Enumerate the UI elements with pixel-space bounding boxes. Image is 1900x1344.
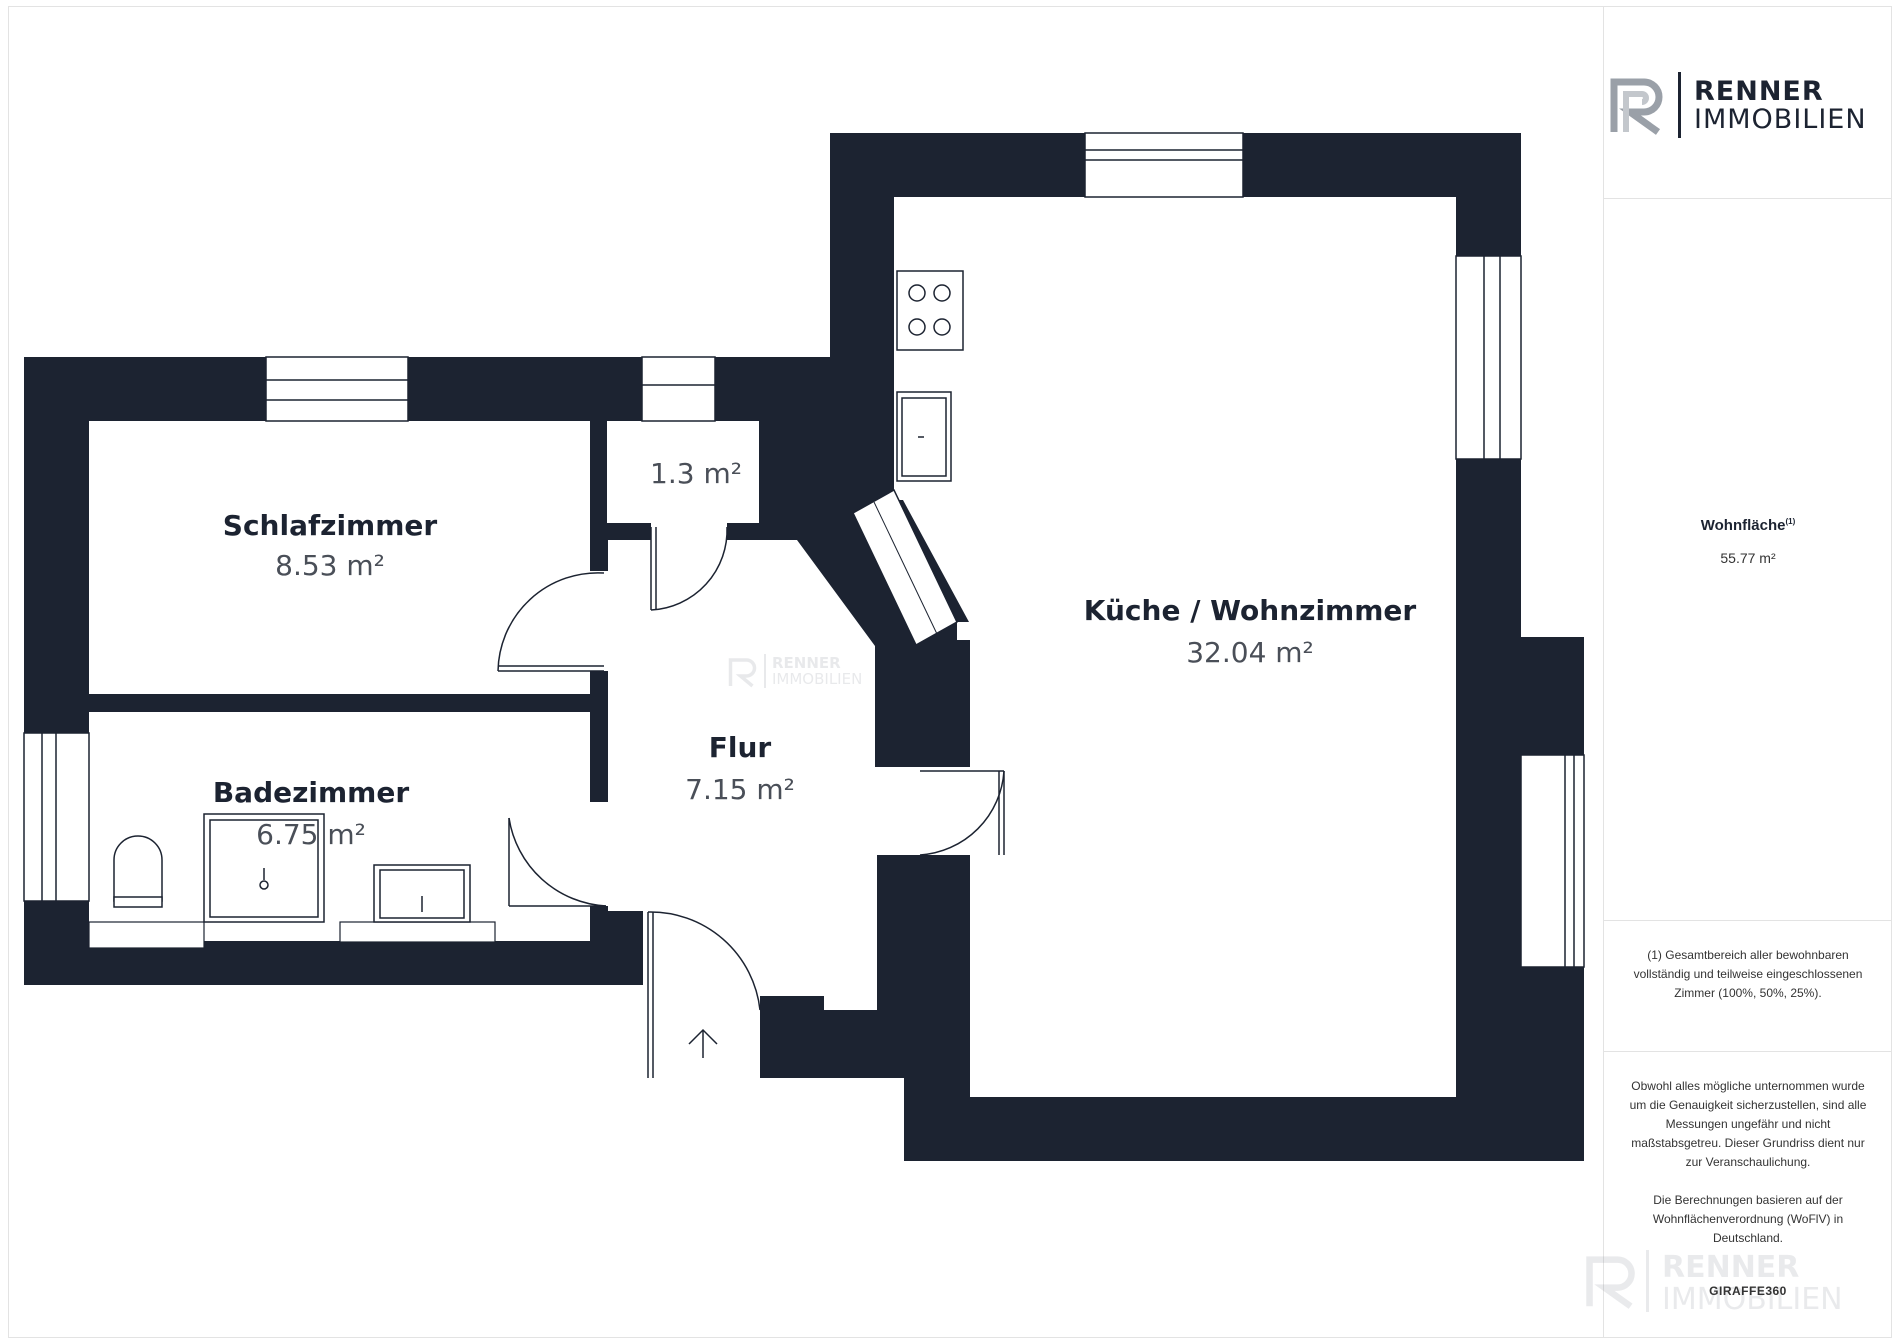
floor-badezimmer (89, 712, 590, 941)
room-name-schlafzimmer: Schlafzimmer (223, 509, 438, 542)
watermark-bottom-text-2: IMMOBILIEN (1662, 1282, 1843, 1317)
toilet-icon (113, 835, 163, 908)
room-name-badezimmer: Badezimmer (213, 776, 410, 809)
living-area-value: 55.77 m² (1720, 550, 1776, 566)
disclaimer-section: Obwohl alles mögliche unternommen wurde … (1586, 1052, 1892, 1338)
watermark-text-2: IMMOBILIEN (772, 670, 863, 688)
footnote-section: (1) Gesamtbereich aller bewohnbaren voll… (1604, 921, 1892, 1052)
floor-plan: Schlafzimmer 8.53 m² 1.3 m² Küche / Wohn… (23, 132, 1585, 1161)
door-schlafzimmer (497, 571, 608, 672)
watermark-bottom: RENNER IMMOBILIEN (1572, 1248, 1872, 1318)
diagonal-wall-window (852, 488, 958, 647)
door-eingang (647, 911, 761, 1078)
sills (88, 921, 496, 949)
living-area-label: Wohnfläche(1) (1700, 517, 1796, 534)
floor-flur (608, 540, 877, 1078)
watermark-text-1: RENNER (772, 654, 841, 672)
door-badezimmer (508, 802, 608, 907)
entry-arrow-icon (688, 1028, 718, 1058)
brand-name-line1: RENNER (1694, 76, 1824, 107)
floor-abstellraum (607, 421, 759, 523)
window-schlafzimmer (265, 356, 409, 422)
watermark-bottom-text-1: RENNER (1662, 1250, 1800, 1285)
footnote-text: (1) Gesamtbereich aller bewohnbaren voll… (1633, 948, 1863, 1000)
page-frame (8, 6, 1892, 1338)
disclaimer-paragraph-1: Obwohl alles mögliche unternommen wurde … (1629, 1079, 1867, 1169)
window-abstellraum (641, 356, 716, 422)
shower-icon (203, 813, 325, 923)
info-sidebar: RENNER IMMOBILIEN Wohnfläche(1) 55.77 m²… (1586, 6, 1892, 1338)
room-area-schlafzimmer: 8.53 m² (275, 549, 385, 582)
door-abstellraum (650, 523, 728, 611)
room-area-abstellraum: 1.3 m² (650, 457, 742, 490)
room-area-kueche: 32.04 m² (1186, 636, 1314, 669)
doors (497, 523, 1005, 1078)
floor-kueche (894, 197, 1456, 1097)
kitchen-sink-icon (896, 391, 952, 482)
room-area-flur: 7.15 m² (685, 773, 795, 806)
floor-eingang (643, 911, 760, 1078)
disclaimer-paragraph-2: Die Berechnungen basieren auf der Wohnfl… (1652, 1193, 1844, 1245)
windows (23, 132, 1585, 968)
stove-icon (896, 270, 964, 351)
window-kueche-right (1455, 255, 1522, 460)
disclaimer-text: Obwohl alles mögliche unternommen wurde … (1629, 1077, 1867, 1267)
credit-text: GIRAFFE360 (1709, 1284, 1787, 1298)
renner-logo-icon (1610, 78, 1663, 135)
watermark-bottom-logo-icon (1586, 1256, 1635, 1309)
watermark-center: RENNER IMMOBILIEN (724, 654, 884, 694)
door-kueche (877, 767, 1005, 856)
room-area-badezimmer: 6.75 m² (256, 818, 366, 851)
brand-name-line2: IMMOBILIEN (1694, 104, 1867, 135)
window-kueche-top (1084, 132, 1244, 198)
room-labels: Schlafzimmer 8.53 m² 1.3 m² Küche / Wohn… (213, 457, 1417, 851)
watermark-logo-icon (728, 658, 757, 688)
brand-logo: RENNER IMMOBILIEN (1604, 6, 1892, 199)
room-name-flur: Flur (709, 731, 772, 764)
room-floors (89, 197, 1456, 1097)
room-name-kueche: Küche / Wohnzimmer (1084, 594, 1417, 627)
area-summary: Wohnfläche(1) 55.77 m² (1604, 199, 1892, 921)
bath-sink-icon (373, 864, 471, 923)
logo-divider (1678, 72, 1681, 138)
floor-schlafzimmer (89, 421, 590, 694)
